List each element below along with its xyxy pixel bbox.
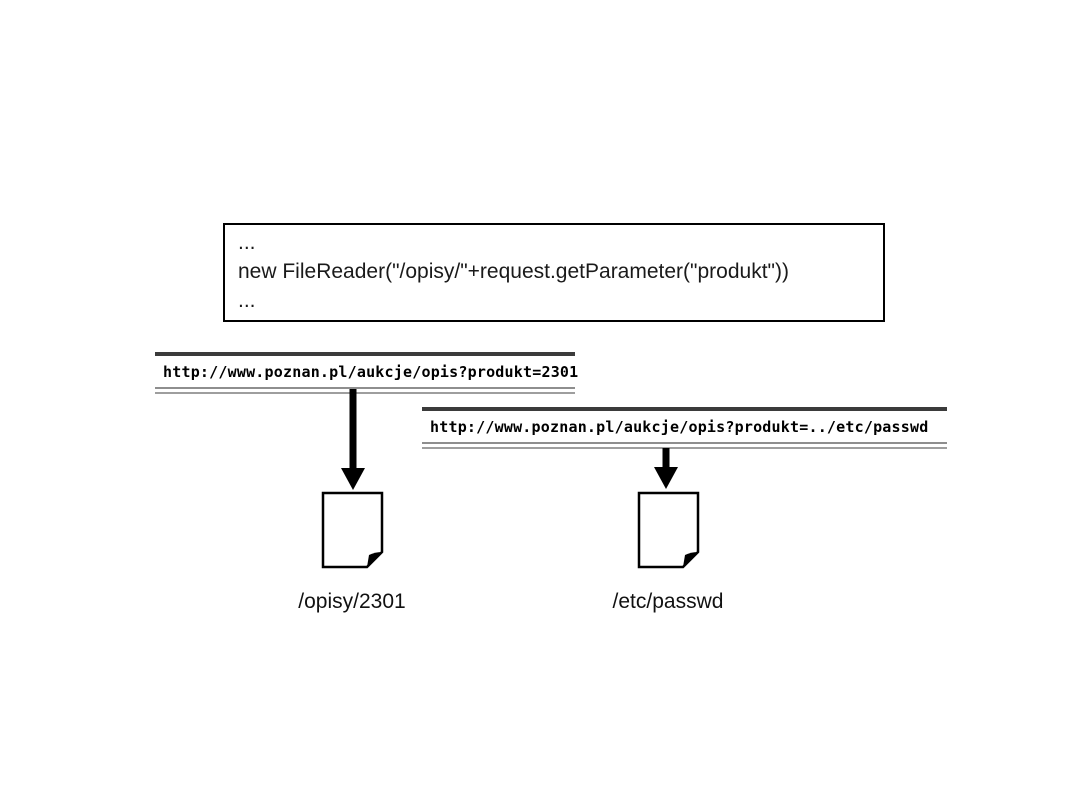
attack-file-label: /etc/passwd (612, 590, 724, 613)
attack-request-url-block: http://www.poznan.pl/aukcje/opis?produkt… (422, 407, 947, 449)
url-top-rule (155, 352, 575, 356)
arrow-down-icon (654, 448, 678, 489)
normal-request-url-block: http://www.poznan.pl/aukcje/opis?produkt… (155, 352, 579, 394)
normal-request-url: http://www.poznan.pl/aukcje/opis?produkt… (163, 363, 579, 381)
normal-file-label: /opisy/2301 (298, 590, 406, 613)
code-line-ellipsis-bottom: ... (238, 289, 256, 312)
file-icon (637, 491, 700, 569)
url-bottom-rule (422, 442, 947, 449)
attack-request-url: http://www.poznan.pl/aukcje/opis?produkt… (430, 418, 929, 436)
code-line-filereader: new FileReader("/opisy/"+request.getPara… (238, 260, 789, 283)
file-icon (321, 491, 384, 569)
url-top-rule (422, 407, 947, 411)
arrow-down-icon (341, 389, 365, 490)
code-line-ellipsis-top: ... (238, 231, 256, 254)
url-bottom-rule (155, 387, 575, 394)
code-snippet-box: ... new FileReader("/opisy/"+request.get… (223, 223, 885, 322)
